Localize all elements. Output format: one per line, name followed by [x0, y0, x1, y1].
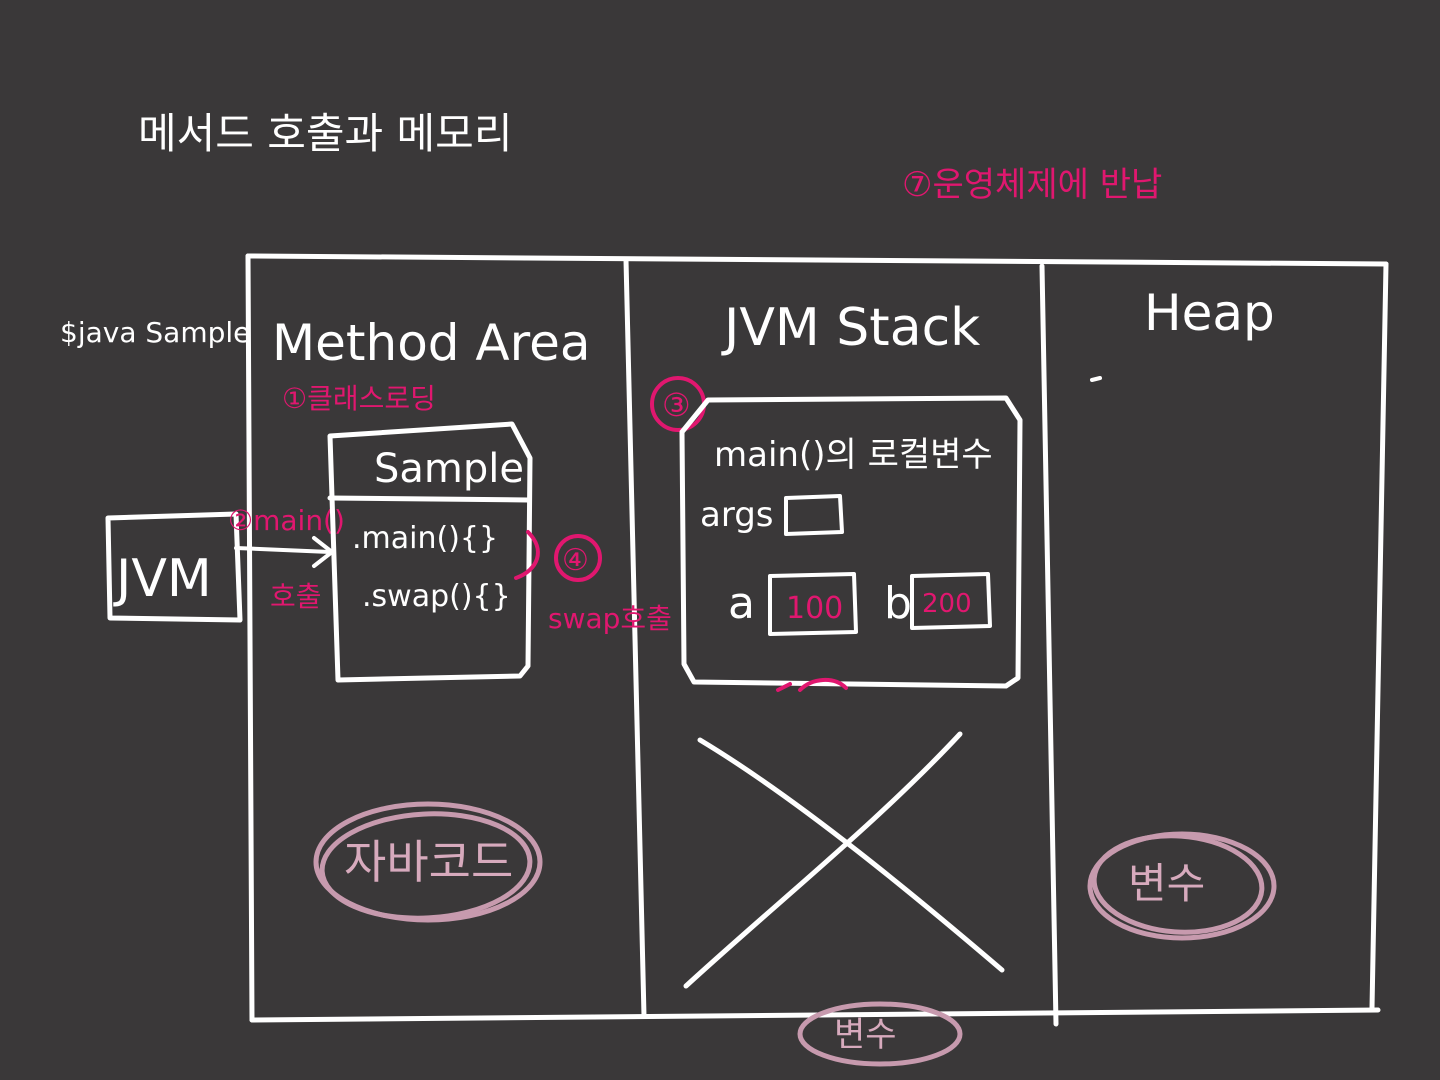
jvm-box-label: JVM [113, 549, 212, 609]
step-main-call: ②main() [228, 504, 345, 537]
cleared-frame-x [683, 731, 1005, 989]
method-area-heading: Method Area [272, 314, 590, 372]
circled-heap-label: 변수 [1128, 859, 1205, 908]
circled-stack-variable: 변수 [797, 1001, 963, 1067]
args-slot [784, 494, 844, 536]
sample-method-main: .main(){} [352, 521, 498, 556]
note-return-to-os: ⑦운영체제에 반납 [902, 165, 1162, 205]
var-a-name: a [728, 578, 755, 629]
stack-frame-title: main()의 로컬변수 [714, 435, 993, 475]
command-text: $java Sample [60, 316, 250, 349]
circled-java-code: 자바코드 [313, 801, 543, 923]
sample-class-name: Sample [374, 446, 524, 492]
sample-class-box: Sample .main(){} .swap(){} [327, 421, 533, 683]
heap-mark [1090, 376, 1102, 382]
args-label: args [700, 495, 774, 535]
swap-call-arrow [514, 530, 602, 582]
var-a-value: 100 [786, 591, 843, 626]
var-b-slot [910, 572, 992, 630]
step-swap-number: ④ [562, 543, 589, 578]
step-class-loading: ①클래스로딩 [282, 382, 436, 415]
pink-mark [776, 678, 848, 692]
main-stack-frame: main()의 로컬변수 args a 100 b 200 [679, 395, 1023, 689]
page-title: 메서드 호출과 메모리 [138, 109, 512, 158]
var-b-value: 200 [922, 589, 972, 619]
circled-heap-variable: 변수 [1087, 831, 1277, 941]
step-main-call-label: 호출 [270, 580, 322, 613]
heap-heading: Heap [1144, 284, 1275, 342]
jvm-box: JVM [105, 511, 243, 623]
circled-stack-label: 변수 [834, 1015, 897, 1055]
step-stack-frame-number: ③ [662, 386, 691, 424]
circled-java-code-label: 자바코드 [344, 835, 513, 889]
jvm-stack-heading: JVM Stack [721, 298, 980, 358]
var-b-name: b [884, 578, 912, 629]
sample-method-swap: .swap(){} [362, 579, 511, 614]
step-swap-label: swap호출 [548, 602, 672, 635]
var-a-slot [768, 572, 858, 636]
